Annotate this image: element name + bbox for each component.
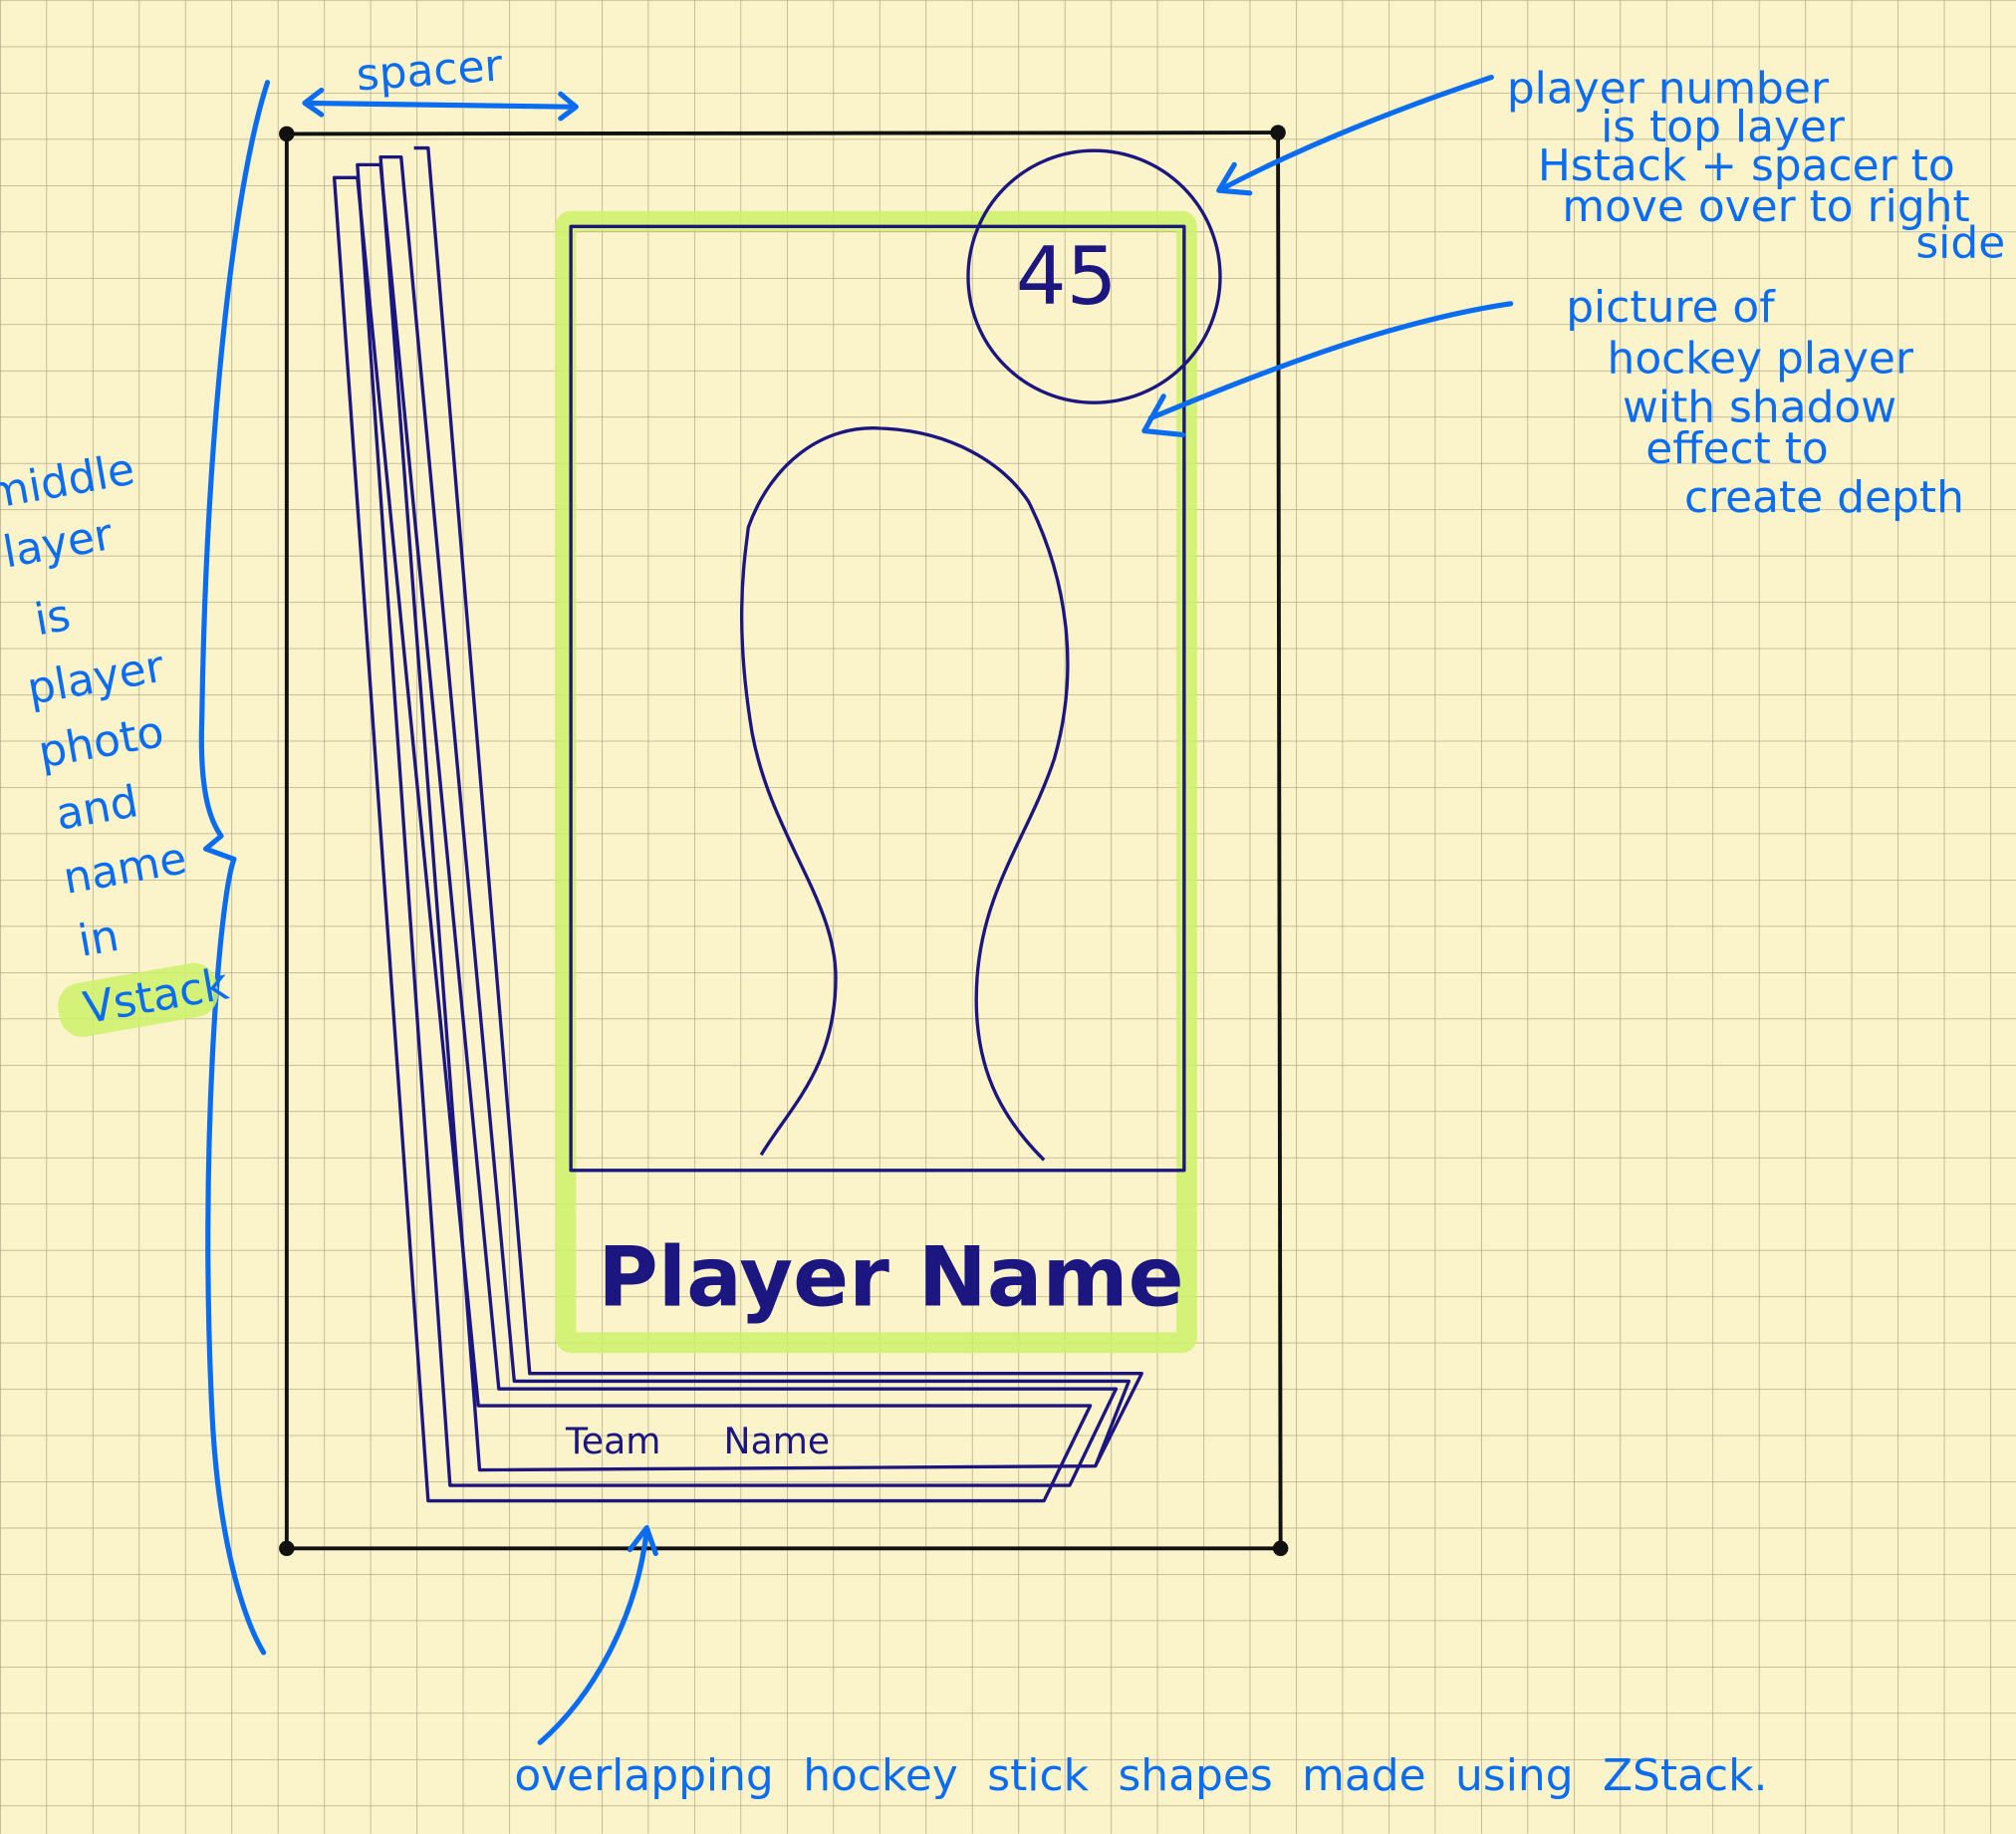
hockey-stick-3	[378, 154, 1132, 1472]
note-line: with shadow	[1623, 383, 1896, 433]
player-silhouette	[739, 426, 1070, 1162]
note-line: move over to right	[1562, 181, 1969, 232]
picture-arrow	[1141, 301, 1514, 438]
note-line: player number	[1507, 63, 1830, 114]
top-right-note: player number is top layer Hstack + spac…	[1507, 63, 2005, 268]
team-name: Team Name	[565, 1420, 830, 1462]
player-number-circle	[966, 148, 1222, 404]
hockey-stick-shapes	[332, 145, 1143, 1503]
left-note-line: is	[31, 590, 74, 646]
hockey-stick-4	[413, 145, 1143, 1467]
note-line: side	[1915, 217, 2005, 268]
player-number: 45	[1016, 230, 1118, 323]
left-note: middle layer is player photo and name in…	[0, 444, 233, 1037]
left-note-line: in	[75, 911, 123, 967]
player-number-arrow	[1216, 75, 1494, 196]
note-line: hockey player	[1608, 333, 1914, 384]
photo-shadow-highlight	[555, 210, 1197, 1354]
player-name: Player Name	[598, 1229, 1183, 1325]
left-brace	[198, 80, 271, 1656]
zstack-arrow	[537, 1525, 658, 1745]
card-outline	[279, 125, 1289, 1557]
note-line: effect to	[1645, 423, 1829, 474]
note-line: create depth	[1684, 472, 1964, 523]
note-line: is top layer	[1601, 102, 1846, 152]
bottom-note: overlapping hockey stick shapes made usi…	[514, 1750, 1767, 1801]
note-line: Hstack + spacer to	[1538, 140, 1955, 191]
picture-note: picture of hockey player with shadow eff…	[1566, 282, 1964, 523]
player-photo-frame	[569, 224, 1186, 1173]
spacer-arrow	[302, 87, 579, 122]
vstack-highlight	[58, 962, 219, 1037]
note-line: picture of	[1566, 282, 1776, 333]
spacer-label: spacer	[355, 40, 505, 101]
